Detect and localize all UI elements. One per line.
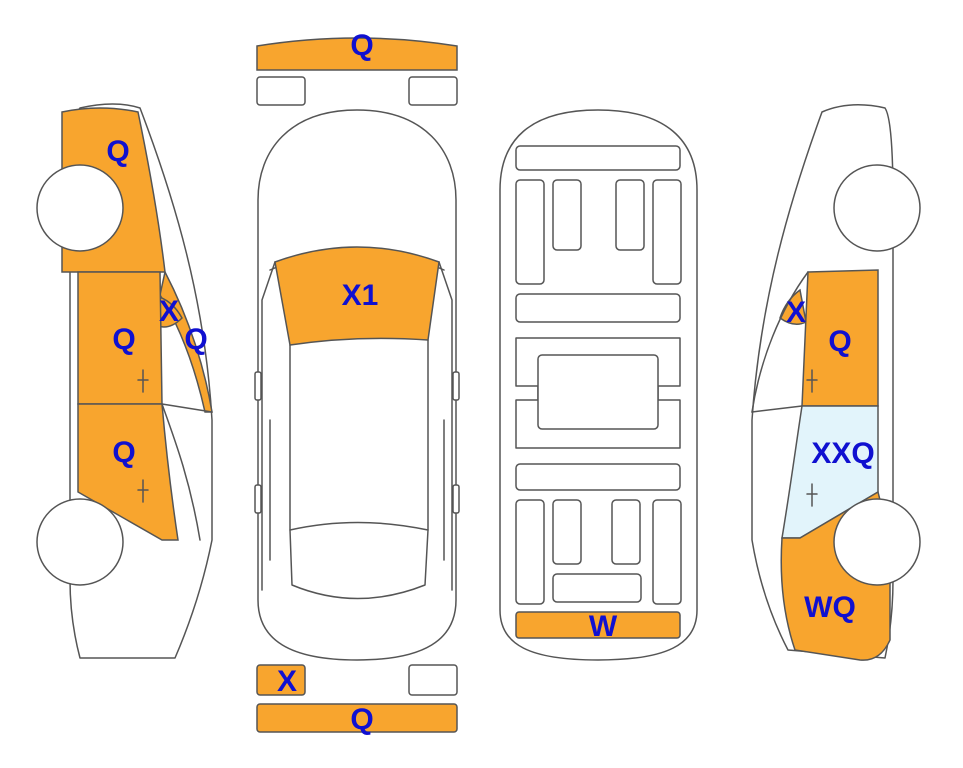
right-view-front-wheel (833, 164, 921, 252)
top-view-car (254, 37, 460, 733)
left-side-car (36, 103, 213, 659)
label-left-rear-quarter: WQ (804, 591, 856, 624)
label-trunk: W (589, 610, 618, 643)
label-right-rear-door: Q (112, 436, 135, 469)
top-left-lamp (256, 76, 306, 106)
rear-bumper-panel[interactable] (256, 703, 458, 733)
left-view-front-wheel (36, 164, 124, 252)
label-right-front-fender: Q (106, 135, 129, 168)
right-headlight-panel (408, 664, 458, 696)
label-right-a-pillar-glass: X (159, 295, 179, 328)
label-windshield: X1 (342, 279, 379, 312)
label-left-headlight: X (277, 665, 297, 698)
top-right-lamp (408, 76, 458, 106)
label-right-front-door: Q (112, 323, 135, 356)
right-view-rear-wheel (833, 498, 921, 586)
trunk-panel[interactable] (515, 611, 681, 639)
label-left-front-door: Q (828, 325, 851, 358)
label-rear-bumper: Q (350, 703, 373, 736)
underside-view-car (499, 109, 698, 661)
right-side-car (751, 104, 921, 661)
label-left-rear-door: XXQ (811, 437, 874, 470)
left-headlight-panel[interactable] (256, 664, 306, 696)
front-bumper-panel[interactable] (256, 37, 458, 71)
label-front-bumper: Q (350, 29, 373, 62)
top-view-body (257, 109, 457, 661)
right-a-pillar-glass-panel[interactable] (155, 295, 183, 328)
label-left-mirror-glass: X (786, 296, 806, 329)
left-view-rear-wheel (36, 498, 124, 586)
label-right-roof-pillar: Q (184, 323, 207, 356)
